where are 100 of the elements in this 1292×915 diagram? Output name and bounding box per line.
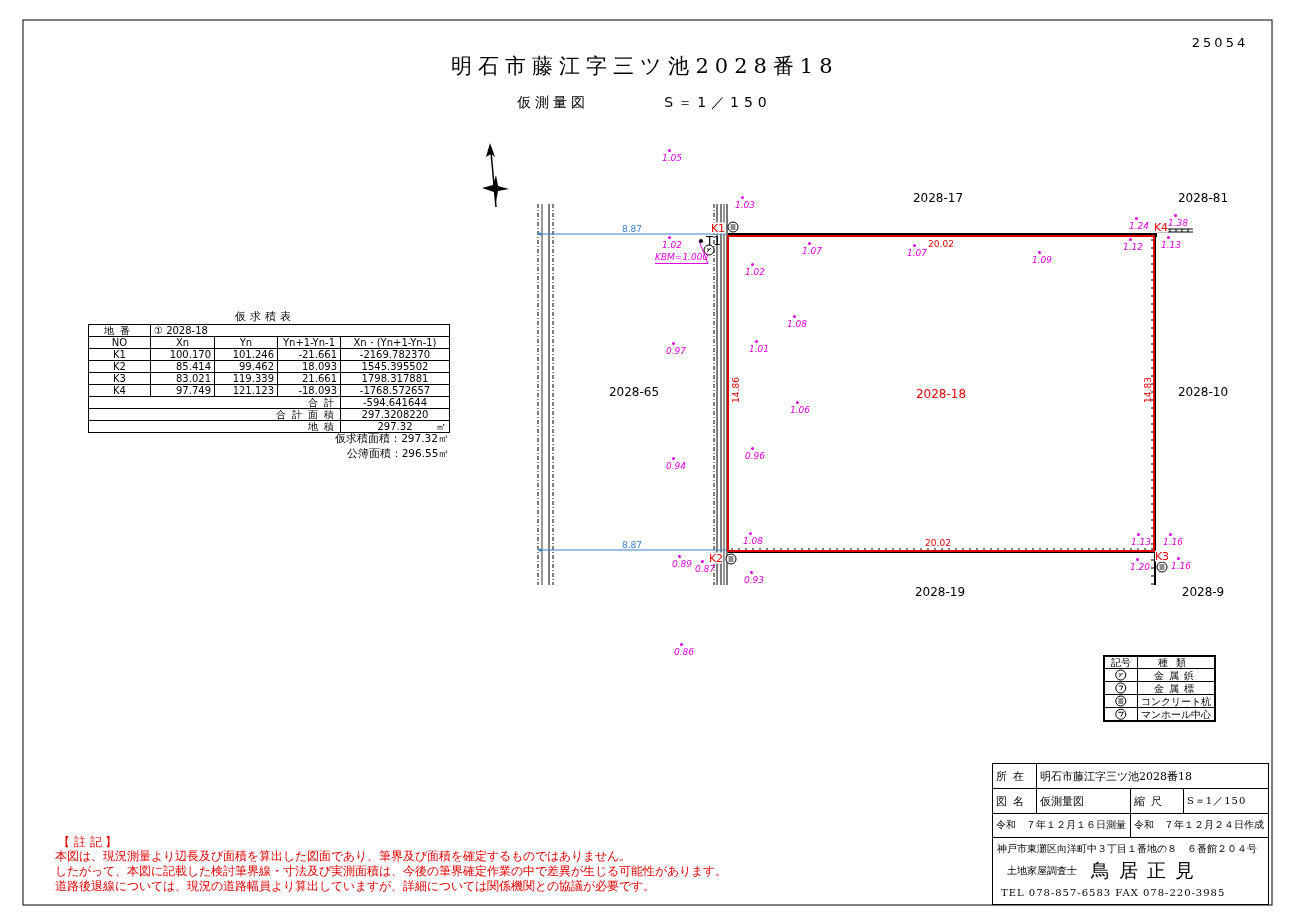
table-text: 297.32 (377, 421, 413, 432)
spot-height-label: 0.94 (666, 457, 686, 471)
dimension-label: 8.87 (622, 540, 642, 550)
table-text: -21.661 (298, 349, 337, 360)
table-text: K4 (113, 385, 126, 396)
table-text: 1798.317881 (361, 373, 429, 384)
spot-height-label: 1.24 (1129, 217, 1149, 231)
table-text: 1545.395502 (361, 361, 429, 372)
address-text: 神戸市東灘区向洋町中３丁目１番地の８ ６番館２０４号 (997, 842, 1258, 856)
table-text: K3 (113, 373, 126, 384)
field-label: 縮尺 (1134, 793, 1168, 809)
spot-height-label: 1.12 (1123, 238, 1143, 252)
parcel-number: 2028-65 (608, 386, 660, 398)
spot-height-label: 1.07 (907, 244, 927, 258)
occupation-label: 土地家屋調査士 (1007, 864, 1077, 878)
scale-label: S＝1／150 (664, 95, 772, 109)
contact-text: TEL 078-857-6583 FAX 078-220-3985 (1001, 887, 1226, 898)
corner-point-label: K2 (708, 552, 724, 564)
spot-height-label: 1.38 (1168, 214, 1188, 228)
table-text: -1768.572657 (359, 385, 431, 396)
legend-label: コンクリート杭 (1141, 695, 1211, 707)
table-text: K2 (113, 361, 126, 372)
table-text: 101.246 (232, 349, 274, 360)
spot-height-label: 1.07 (802, 242, 822, 256)
spot-height-label: 1.09 (1032, 251, 1052, 265)
note-text: 本図は、現況測量より辺長及び面積を算出した図面であり、筆界及び面積を確定するものではありません。 (55, 850, 631, 862)
table-text: 合計面積 (276, 409, 340, 420)
parcel-number: 2028-81 (1177, 192, 1229, 204)
spot-height-label: 0.89 (672, 555, 692, 569)
table-text: 99.462 (239, 361, 274, 372)
table-text: S＝1／150 (1187, 794, 1247, 808)
parcel-number: 2028-17 (912, 192, 964, 204)
spot-height-label: 1.20 (1130, 558, 1150, 572)
legend-label: 金属鋲 (1153, 669, 1199, 681)
table-text: 地積 (308, 421, 340, 432)
note-text: したがって、本図に記載した検討筆界線・寸法及び実測面積は、今後の筆界確定作業の中で差異が生じる可能性があります。 (55, 865, 727, 877)
corner-point-label: K1 (710, 222, 726, 234)
spot-height-label: 1.13 (1161, 236, 1181, 250)
table-text: ① 2028-18 (154, 325, 208, 336)
table-text: NO (111, 337, 128, 348)
table-text: 297.3208220 (361, 409, 429, 420)
dimension-label: 20.02 (925, 538, 951, 548)
table-text: -18.093 (298, 385, 337, 396)
legend-label: マンホール中心 (1141, 708, 1211, 720)
dimension-label: 8.87 (622, 224, 642, 234)
table-heading: 仮求積表 (235, 310, 295, 322)
unit-label: ㎡ (436, 421, 446, 432)
table-text: 地番 (103, 325, 136, 336)
corner-point-label: K4 (1153, 221, 1169, 233)
note-text: 道路後退線については、現況の道路幅員より算出していますが、詳細については関係機関との協議が必要です。 (55, 880, 655, 892)
dimension-label: 14.86 (731, 377, 741, 403)
notes-heading: 【 註 記 】 (58, 836, 118, 848)
surveyor-name: 鳥居正見 (1091, 858, 1203, 883)
corner-point-label: K3 (1154, 550, 1170, 562)
benchmark-point: T1 (699, 235, 721, 247)
drawing-name: 仮測量図 (517, 95, 589, 109)
field-label: 図名 (996, 793, 1030, 809)
parcel-number: 2028-10 (1177, 386, 1229, 398)
spot-height-label: 0.96 (745, 447, 765, 461)
spot-height-label: 1.06 (790, 401, 810, 415)
spot-height-label: 1.05 (662, 149, 682, 163)
title: 明石市藤江字三ツ池2028番18 (451, 55, 839, 77)
spot-height-label: 1.02 (745, 263, 765, 277)
table-text: Yn (239, 337, 253, 348)
spot-height-label: 1.08 (787, 315, 807, 329)
parcel-number: 2028-19 (914, 586, 966, 598)
table-text: 記号 (1111, 657, 1131, 668)
table-text: -594.641644 (362, 397, 428, 408)
table-text: 119.339 (232, 373, 274, 384)
spot-height-label: 1.01 (749, 340, 769, 354)
table-text: 仮測量図 (1040, 793, 1084, 809)
table-text: Yn+1-Yn-1 (283, 337, 335, 348)
spot-height-label: 1.16 (1171, 557, 1191, 571)
table-text: 令和 ７年１２月２４日作成 (1134, 819, 1264, 832)
spot-height-label: 1.02 (662, 236, 682, 250)
leader-line (698, 240, 709, 265)
spot-height-label: 1.16 (1163, 533, 1183, 547)
table-text: 83.021 (176, 373, 211, 384)
area-summary: 公簿面積：296.55㎡ (346, 447, 450, 459)
table-text: 85.414 (176, 361, 211, 372)
table-text: Xn・(Yn+1-Yn-1) (353, 337, 437, 348)
area-summary: 仮求積面積：297.32㎡ (335, 432, 449, 444)
spot-height-label: 0.93 (744, 571, 764, 585)
parcel-number: 2028-9 (1181, 586, 1225, 598)
field-label: 所在 (996, 768, 1030, 784)
table-text: 100.170 (169, 349, 211, 360)
table-text: 21.661 (302, 373, 337, 384)
table-text: 97.749 (176, 385, 211, 396)
table-text: Xn (175, 337, 190, 348)
spot-height-label: 0.97 (666, 342, 686, 356)
drawing-number: 25054 (1191, 35, 1249, 49)
legend-label: 金属標 (1153, 682, 1199, 694)
benchmark-label: KBM=1.000 (655, 253, 709, 264)
table-text: -2169.782370 (359, 349, 431, 360)
dimension-label: 20.02 (928, 239, 954, 249)
spot-height-label: 0.86 (674, 643, 694, 657)
table-text: 合計 (308, 397, 340, 408)
spot-height-label: 1.13 (1131, 533, 1151, 547)
dimension-label: 14.83 (1143, 377, 1153, 403)
spot-height-label: 1.03 (735, 196, 755, 210)
